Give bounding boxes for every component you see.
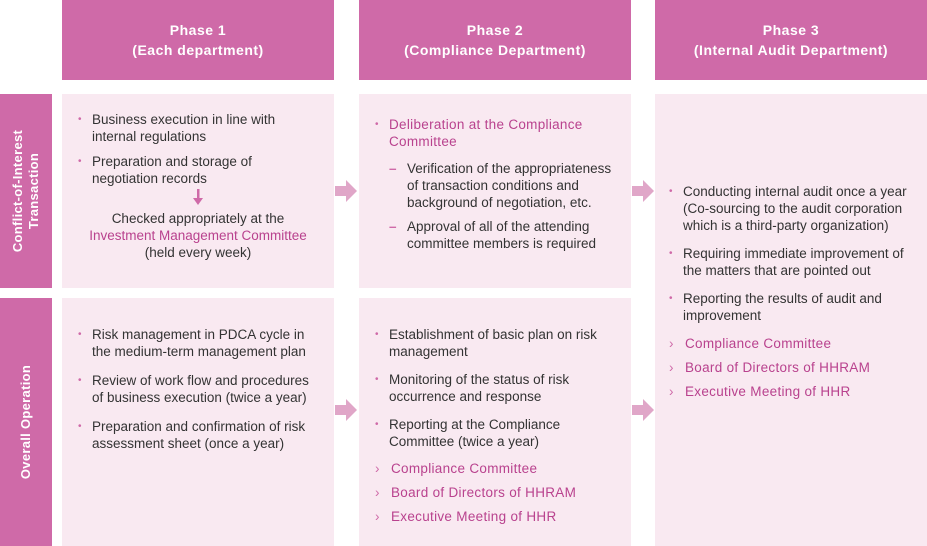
chevron-right-icon: › bbox=[669, 360, 674, 375]
list-item: Preparation and confirmation of risk ass… bbox=[78, 418, 318, 452]
report-target-item: › Compliance Committee bbox=[375, 460, 615, 477]
phase3-header: Phase 3 (Internal Audit Department) bbox=[655, 0, 927, 80]
coi-phase2-cell: Deliberation at the Compliance Committee… bbox=[359, 94, 631, 288]
row-label-overall-line1: Overall Operation bbox=[18, 364, 33, 480]
arrow-right-icon bbox=[632, 399, 654, 421]
report-target-item: › Board of Directors of HHRAM bbox=[669, 359, 913, 376]
phase2-title: Phase 2 bbox=[466, 22, 524, 38]
row-label-coi-line2: Transaction bbox=[26, 152, 41, 230]
report-target-item: › Executive Meeting of HHR bbox=[669, 383, 913, 400]
chevron-right-icon: › bbox=[669, 336, 674, 351]
list-item: – Approval of all of the attending commi… bbox=[389, 218, 615, 252]
arrow-right-icon bbox=[335, 399, 357, 421]
report-target-label: Executive Meeting of HHR bbox=[685, 384, 851, 399]
report-target-label: Compliance Committee bbox=[685, 336, 832, 351]
phase3-dept: (Internal Audit Department) bbox=[693, 42, 889, 58]
row-label-coi-line1: Conflict-of-Interest bbox=[10, 129, 25, 253]
investment-committee-name: Investment Management Committee bbox=[89, 228, 307, 243]
report-target-label: Board of Directors of HHRAM bbox=[685, 360, 871, 375]
phase2-dept: (Compliance Department) bbox=[404, 42, 586, 58]
list-item: Risk management in PDCA cycle in the med… bbox=[78, 326, 318, 360]
list-item: – Verification of the appropriateness of… bbox=[389, 160, 615, 211]
report-target-label: Executive Meeting of HHR bbox=[391, 509, 557, 524]
down-arrow-icon bbox=[78, 187, 318, 207]
list-item: Reporting at the Compliance Committee (t… bbox=[375, 416, 615, 450]
chevron-right-icon: › bbox=[669, 384, 674, 399]
list-item: Review of work flow and procedures of bu… bbox=[78, 372, 318, 406]
check-text: Checked appropriately at the bbox=[111, 211, 285, 226]
list-item: Preparation and storage of negotiation r… bbox=[78, 153, 318, 187]
chevron-right-icon: › bbox=[375, 485, 380, 500]
phase2-header: Phase 2 (Compliance Department) bbox=[359, 0, 631, 80]
arrow-right-icon bbox=[335, 180, 357, 202]
list-item: Establishment of basic plan on risk mana… bbox=[375, 326, 615, 360]
dash-icon: – bbox=[389, 219, 397, 234]
dash-item-text: Verification of the appropriateness of t… bbox=[407, 161, 612, 210]
dash-item-text: Approval of all of the attending committ… bbox=[407, 219, 597, 251]
report-target-label: Board of Directors of HHRAM bbox=[391, 485, 577, 500]
phase1-title: Phase 1 bbox=[169, 22, 227, 38]
chevron-right-icon: › bbox=[375, 461, 380, 476]
compliance-deliberation-title: Deliberation at the Compliance Committee bbox=[375, 116, 615, 150]
phase3-title: Phase 3 bbox=[762, 22, 820, 38]
list-item: Conducting internal audit once a year (C… bbox=[669, 183, 913, 234]
phase3-cell: Conducting internal audit once a year (C… bbox=[655, 94, 927, 546]
overall-phase1-cell: Risk management in PDCA cycle in the med… bbox=[62, 298, 334, 546]
check-frequency: (held every week) bbox=[144, 245, 252, 260]
report-target-label: Compliance Committee bbox=[391, 461, 538, 476]
list-item: Requiring immediate improvement of the m… bbox=[669, 245, 913, 279]
arrow-right-icon bbox=[632, 180, 654, 202]
report-target-item: › Board of Directors of HHRAM bbox=[375, 484, 615, 501]
row-label-overall-operation: Overall Operation bbox=[0, 298, 52, 546]
phase1-header: Phase 1 (Each department) bbox=[62, 0, 334, 80]
row-label-conflict-of-interest: Conflict-of-Interest Transaction bbox=[0, 94, 52, 288]
coi-phase1-cell: Business execution in line with internal… bbox=[62, 94, 334, 288]
dash-icon: – bbox=[389, 161, 397, 176]
list-item: Reporting the results of audit and impro… bbox=[669, 290, 913, 324]
phase1-dept: (Each department) bbox=[132, 42, 264, 58]
report-target-item: › Executive Meeting of HHR bbox=[375, 508, 615, 525]
report-target-item: › Compliance Committee bbox=[669, 335, 913, 352]
overall-phase2-cell: Establishment of basic plan on risk mana… bbox=[359, 298, 631, 546]
chevron-right-icon: › bbox=[375, 509, 380, 524]
list-item: Business execution in line with internal… bbox=[78, 111, 318, 145]
list-item: Monitoring of the status of risk occurre… bbox=[375, 371, 615, 405]
